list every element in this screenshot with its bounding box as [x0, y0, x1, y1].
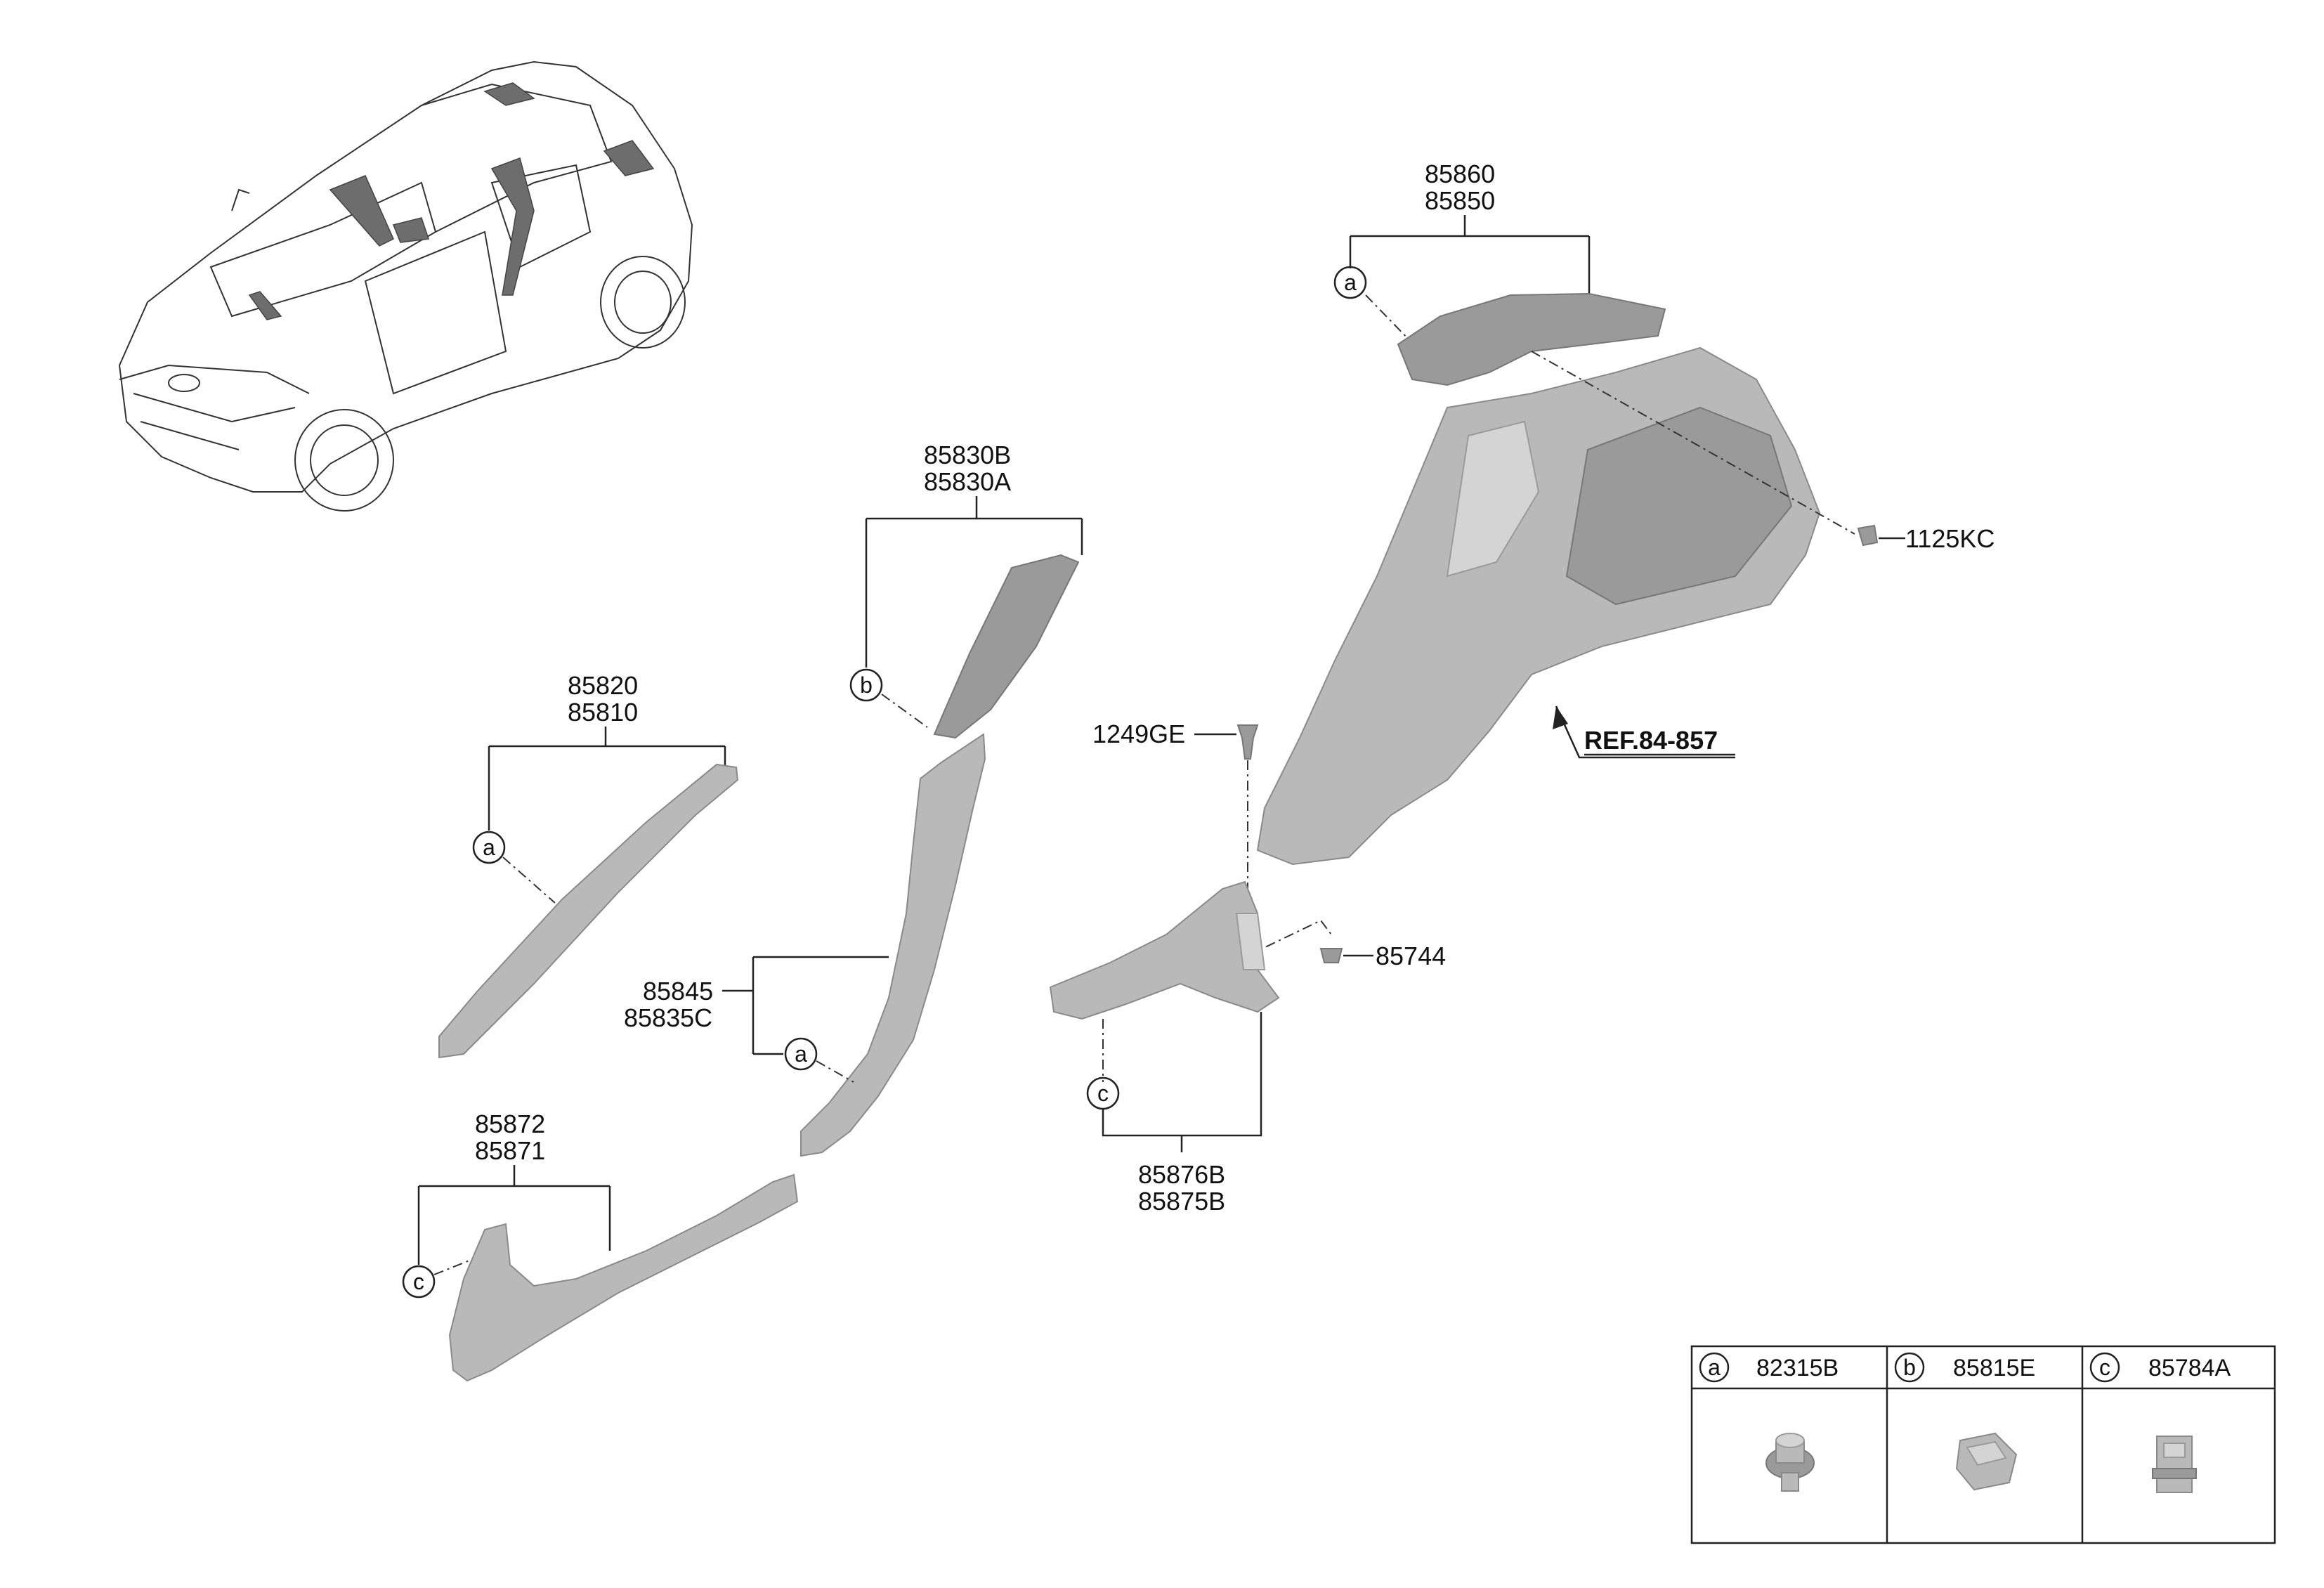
part-label-85876B: 85876B — [1138, 1160, 1225, 1189]
callout-c-circle-2 — [402, 1265, 436, 1299]
part-label-85850: 85850 — [1425, 186, 1495, 215]
callout-a-text-2: a — [483, 835, 495, 860]
callout-b-circle — [849, 668, 883, 702]
part-label-85835C: 85835C — [624, 1003, 712, 1032]
part-label-85871: 85871 — [475, 1136, 545, 1165]
screw-1249GE-icon — [1236, 724, 1259, 760]
b-pillar-upper-trim — [933, 554, 1080, 739]
part-group-85845-85835C: 85845 85835C a — [624, 733, 986, 1157]
ref-label-84-857: REF.84-857 — [1584, 726, 1718, 755]
part-group-85860-85850: 85860 85850 a — [1333, 160, 1666, 386]
clip-85815E-icon — [1955, 1432, 2018, 1491]
part-label-1125KC: 1125KC — [1905, 524, 1995, 553]
callout-a-circle — [1333, 266, 1367, 299]
part-group-85744: 85744 — [1247, 919, 1446, 970]
part-group-85830B-85830A: 85830B 85830A b — [849, 441, 1083, 739]
callout-b-text: b — [860, 672, 873, 698]
part-group-85872-85871: 85872 85871 c — [402, 1109, 799, 1382]
part-label-85810: 85810 — [568, 698, 638, 727]
legend-b-circle — [1894, 1352, 1925, 1383]
clip-85744-icon — [1319, 948, 1343, 963]
part-group-85820-85810: 85820 85810 a — [438, 671, 739, 1059]
callout-a-circle-3 — [784, 1037, 818, 1071]
screw-1125KC-icon — [1857, 524, 1879, 547]
part-label-85820: 85820 — [568, 671, 638, 700]
a-pillar-trim — [438, 763, 739, 1059]
callout-c-text: c — [1097, 1081, 1109, 1106]
part-group-1249GE: 1249GE — [1092, 720, 1259, 913]
callout-c-text-2: c — [413, 1269, 424, 1294]
legend-c-key: c — [2099, 1355, 2110, 1380]
legend-b-key: b — [1903, 1355, 1916, 1380]
car-overview-illustration — [118, 60, 693, 512]
callout-a-circle-2 — [472, 831, 506, 864]
part-label-85830B: 85830B — [924, 441, 1011, 469]
legend-c-part: 85784A — [2148, 1355, 2231, 1381]
callout-a-text-3: a — [795, 1041, 807, 1067]
part-label-85860: 85860 — [1425, 160, 1495, 188]
part-label-85875B: 85875B — [1138, 1187, 1225, 1216]
part-group-85876B-85875B: c 85876B 85875B — [1049, 880, 1280, 1216]
b-pillar-lower-trim — [800, 733, 986, 1157]
door-sill-scuff-trim — [448, 1173, 799, 1382]
clip-85784A-icon — [2152, 1436, 2197, 1493]
rear-upper-trim-panel — [1397, 292, 1666, 386]
part-group-rear-quarter: 1125KC REF.84-857 — [1256, 346, 1995, 866]
fastener-legend-table: a 82315B b 85815E c 85784A — [1690, 1345, 2276, 1544]
c-pillar-lower-trim — [1049, 880, 1280, 1020]
part-label-85872: 85872 — [475, 1109, 545, 1138]
clip-82315B-icon — [1765, 1433, 1815, 1492]
legend-a-key: a — [1708, 1355, 1721, 1380]
part-label-85744: 85744 — [1376, 942, 1446, 970]
legend-a-circle — [1699, 1352, 1730, 1383]
part-label-85830A: 85830A — [924, 467, 1011, 496]
legend-a-part: 82315B — [1756, 1355, 1839, 1381]
part-label-1249GE: 1249GE — [1092, 720, 1185, 748]
callout-a-text: a — [1344, 270, 1357, 295]
legend-b-part: 85815E — [1953, 1355, 2035, 1381]
legend-c-circle — [2089, 1352, 2120, 1383]
part-label-85845: 85845 — [643, 977, 713, 1005]
